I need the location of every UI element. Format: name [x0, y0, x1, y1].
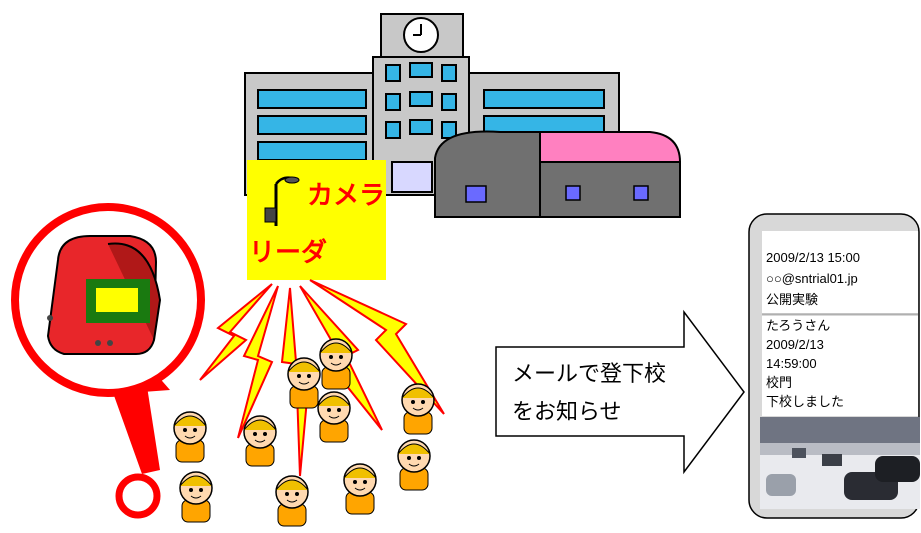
child-figure: [401, 383, 435, 435]
mail-time: 14:59:00: [766, 356, 817, 371]
reader-label-camera: カメラ: [307, 181, 385, 211]
child-figure: [287, 357, 321, 409]
mail-location: 校門: [766, 375, 792, 390]
child-figure: [397, 439, 431, 491]
mail-subject: 公開実験: [766, 292, 818, 307]
ic-tag-inner: [96, 288, 138, 312]
child-figure: [317, 391, 351, 443]
arrow-text-line2: をお知らせ: [512, 400, 622, 425]
child-figure: [243, 415, 277, 467]
magnifier-handle: [112, 380, 160, 474]
mobile-phone: 2009/2/13 15:00 ○○@sntrial01.jp 公開実験 たろう…: [748, 213, 920, 519]
camera-snapshot-image: [760, 417, 920, 509]
child-figure: [179, 471, 213, 523]
mail-sender: ○○@sntrial01.jp: [766, 271, 858, 286]
child-figure: [275, 475, 309, 527]
children-group: [173, 338, 435, 527]
phone-header-panel: [762, 231, 918, 314]
magnifier-zoom: [11, 203, 205, 519]
reader-label-reader: リーダ: [249, 237, 327, 268]
child-figure: [173, 411, 207, 463]
mail-recipient: たろうさん: [766, 318, 830, 333]
school-bag-icon: [46, 235, 162, 355]
child-figure: [343, 463, 377, 515]
mail-notification-arrow: メールで登下校 をお知らせ: [495, 309, 745, 475]
gymnasium: [434, 130, 682, 218]
child-figure: [319, 338, 353, 390]
mail-date: 2009/2/13: [766, 337, 824, 352]
mail-datetime: 2009/2/13 15:00: [766, 250, 860, 265]
tag-ring-icon: [115, 473, 161, 519]
arrow-text-line1: メールで登下校: [512, 362, 666, 387]
camera-pole-icon: [264, 176, 300, 226]
camera-reader-box: カメラ リーダ: [247, 160, 386, 280]
phone-body-panel: [762, 316, 918, 416]
mail-status: 下校しました: [766, 394, 844, 409]
